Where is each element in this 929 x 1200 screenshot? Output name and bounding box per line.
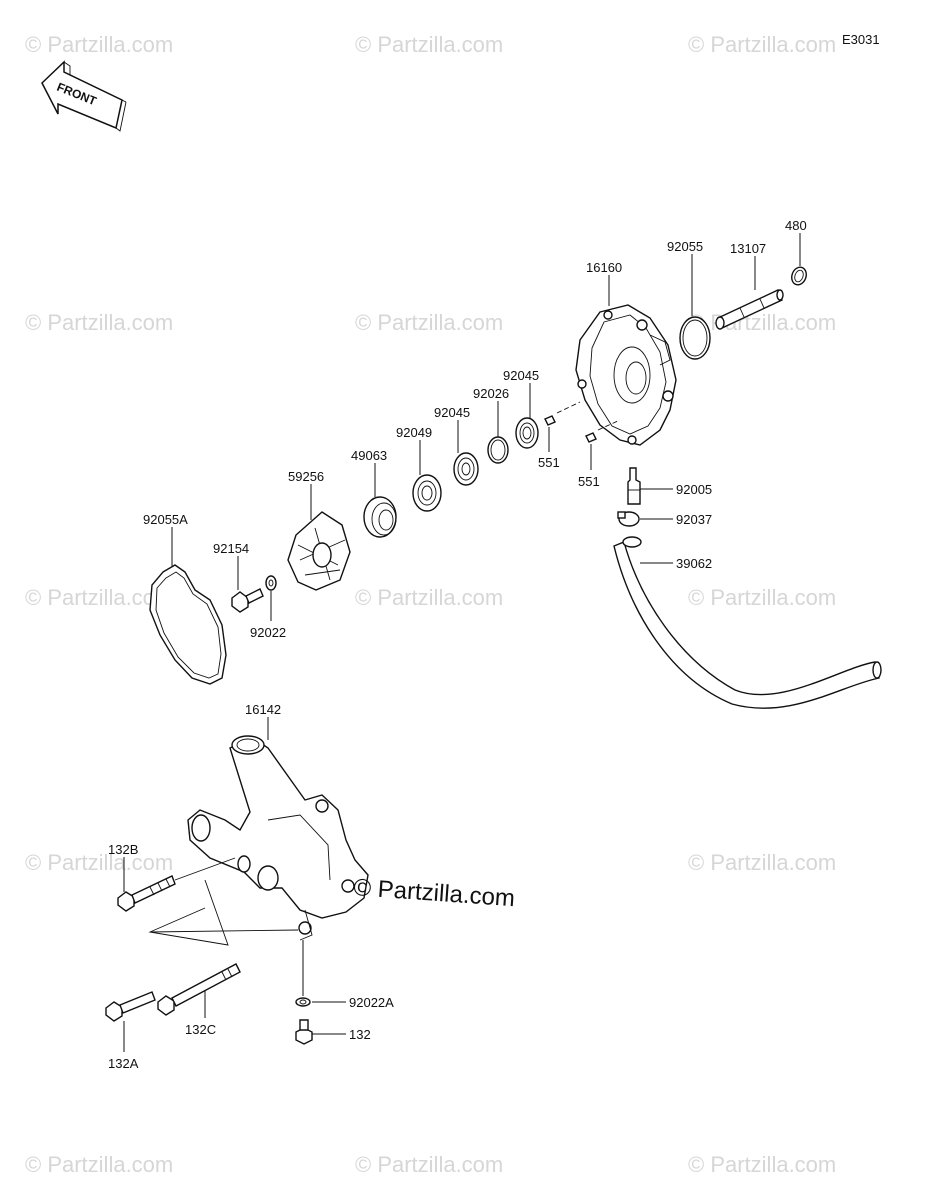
label-59256: 59256 <box>288 469 324 484</box>
part-92022-washer[interactable] <box>265 575 277 591</box>
label-16142: 16142 <box>245 702 281 717</box>
label-92022A: 92022A <box>349 995 394 1010</box>
label-92005: 92005 <box>676 482 712 497</box>
watermark: © Partzilla.com <box>355 585 503 610</box>
label-92022: 92022 <box>250 625 286 640</box>
diagram-code: E3031 <box>842 32 880 47</box>
watermark: © Partzilla.com <box>688 850 836 875</box>
part-92055-o-ring[interactable] <box>679 316 711 360</box>
label-132B: 132B <box>108 842 138 857</box>
part-92026-spacer[interactable] <box>487 436 509 464</box>
watermarks: © Partzilla.com © Partzilla.com © Partzi… <box>25 32 836 1177</box>
watermark: © Partzilla.com <box>25 585 173 610</box>
watermark: © Partzilla.com <box>688 585 836 610</box>
label-92154: 92154 <box>213 541 249 556</box>
part-92049-oil-seal[interactable] <box>412 474 442 512</box>
part-92154-bolt[interactable] <box>231 588 264 613</box>
label-132C: 132C <box>185 1022 216 1037</box>
label-132A: 132A <box>108 1056 139 1071</box>
label-16160: 16160 <box>586 260 622 275</box>
part-132B-bolt[interactable] <box>117 875 176 912</box>
watermark: © Partzilla.com <box>355 1152 503 1177</box>
label-92055A: 92055A <box>143 512 188 527</box>
watermark: © Partzilla.com <box>688 310 836 335</box>
part-49063-mechanical-seal[interactable] <box>363 496 397 538</box>
part-59256-impeller[interactable] <box>287 511 351 591</box>
watermark: © Partzilla.com <box>355 310 503 335</box>
front-arrow-icon: FRONT <box>41 60 127 132</box>
part-132-bolt[interactable] <box>295 1019 313 1045</box>
part-13107-shaft[interactable] <box>715 289 784 330</box>
label-92045: 92045 <box>434 405 470 420</box>
watermark: © Partzilla.com <box>25 32 173 57</box>
part-92055A-gasket[interactable] <box>149 564 227 685</box>
label-551: 551 <box>538 455 560 470</box>
part-92037-clamp[interactable] <box>617 511 640 527</box>
part-92022A-washer[interactable] <box>295 997 311 1007</box>
watermark: © Partzilla.com <box>25 1152 173 1177</box>
label-92037: 92037 <box>676 512 712 527</box>
part-39062-hose[interactable] <box>613 536 882 709</box>
label-551: 551 <box>578 474 600 489</box>
part-551-dowel-pin[interactable] <box>544 415 556 426</box>
label-480: 480 <box>785 218 807 233</box>
part-132C-bolt[interactable] <box>157 963 241 1016</box>
watermark: © Partzilla.com <box>688 32 836 57</box>
part-labels: 480 13107 92055 16160 92045 92026 92045 … <box>108 218 807 1071</box>
label-39062: 39062 <box>676 556 712 571</box>
watermark: © Partzilla.com <box>688 1152 836 1177</box>
label-13107: 13107 <box>730 241 766 256</box>
part-92045-bearing[interactable] <box>515 417 539 449</box>
part-480-circlip[interactable] <box>789 265 808 287</box>
part-132A-bolt[interactable] <box>105 991 156 1022</box>
part-92005-fitting[interactable] <box>627 467 641 505</box>
part-16142-pump-body[interactable] <box>187 735 369 941</box>
part-551-dowel-pin[interactable] <box>585 432 597 443</box>
label-92055: 92055 <box>667 239 703 254</box>
part-92045-bearing[interactable] <box>453 452 479 486</box>
watermark: © Partzilla.com <box>25 310 173 335</box>
label-92026: 92026 <box>473 386 509 401</box>
label-92045: 92045 <box>503 368 539 383</box>
label-92049: 92049 <box>396 425 432 440</box>
watermark: © Partzilla.com <box>355 32 503 57</box>
label-132: 132 <box>349 1027 371 1042</box>
leader-lines <box>123 233 801 1052</box>
part-16160-pump-cover[interactable] <box>575 304 677 446</box>
watermark: © Partzilla.com <box>25 850 173 875</box>
center-watermark: © Partzilla.com <box>353 874 516 912</box>
label-49063: 49063 <box>351 448 387 463</box>
